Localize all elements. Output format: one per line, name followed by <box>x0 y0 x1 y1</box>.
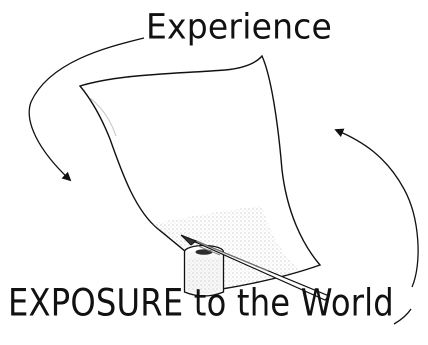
exposure-label: EXPOSURE to the World <box>8 282 394 325</box>
experience-label: Experience <box>146 6 332 47</box>
curved-arrow-icon <box>336 130 418 287</box>
label-connector <box>394 309 411 324</box>
